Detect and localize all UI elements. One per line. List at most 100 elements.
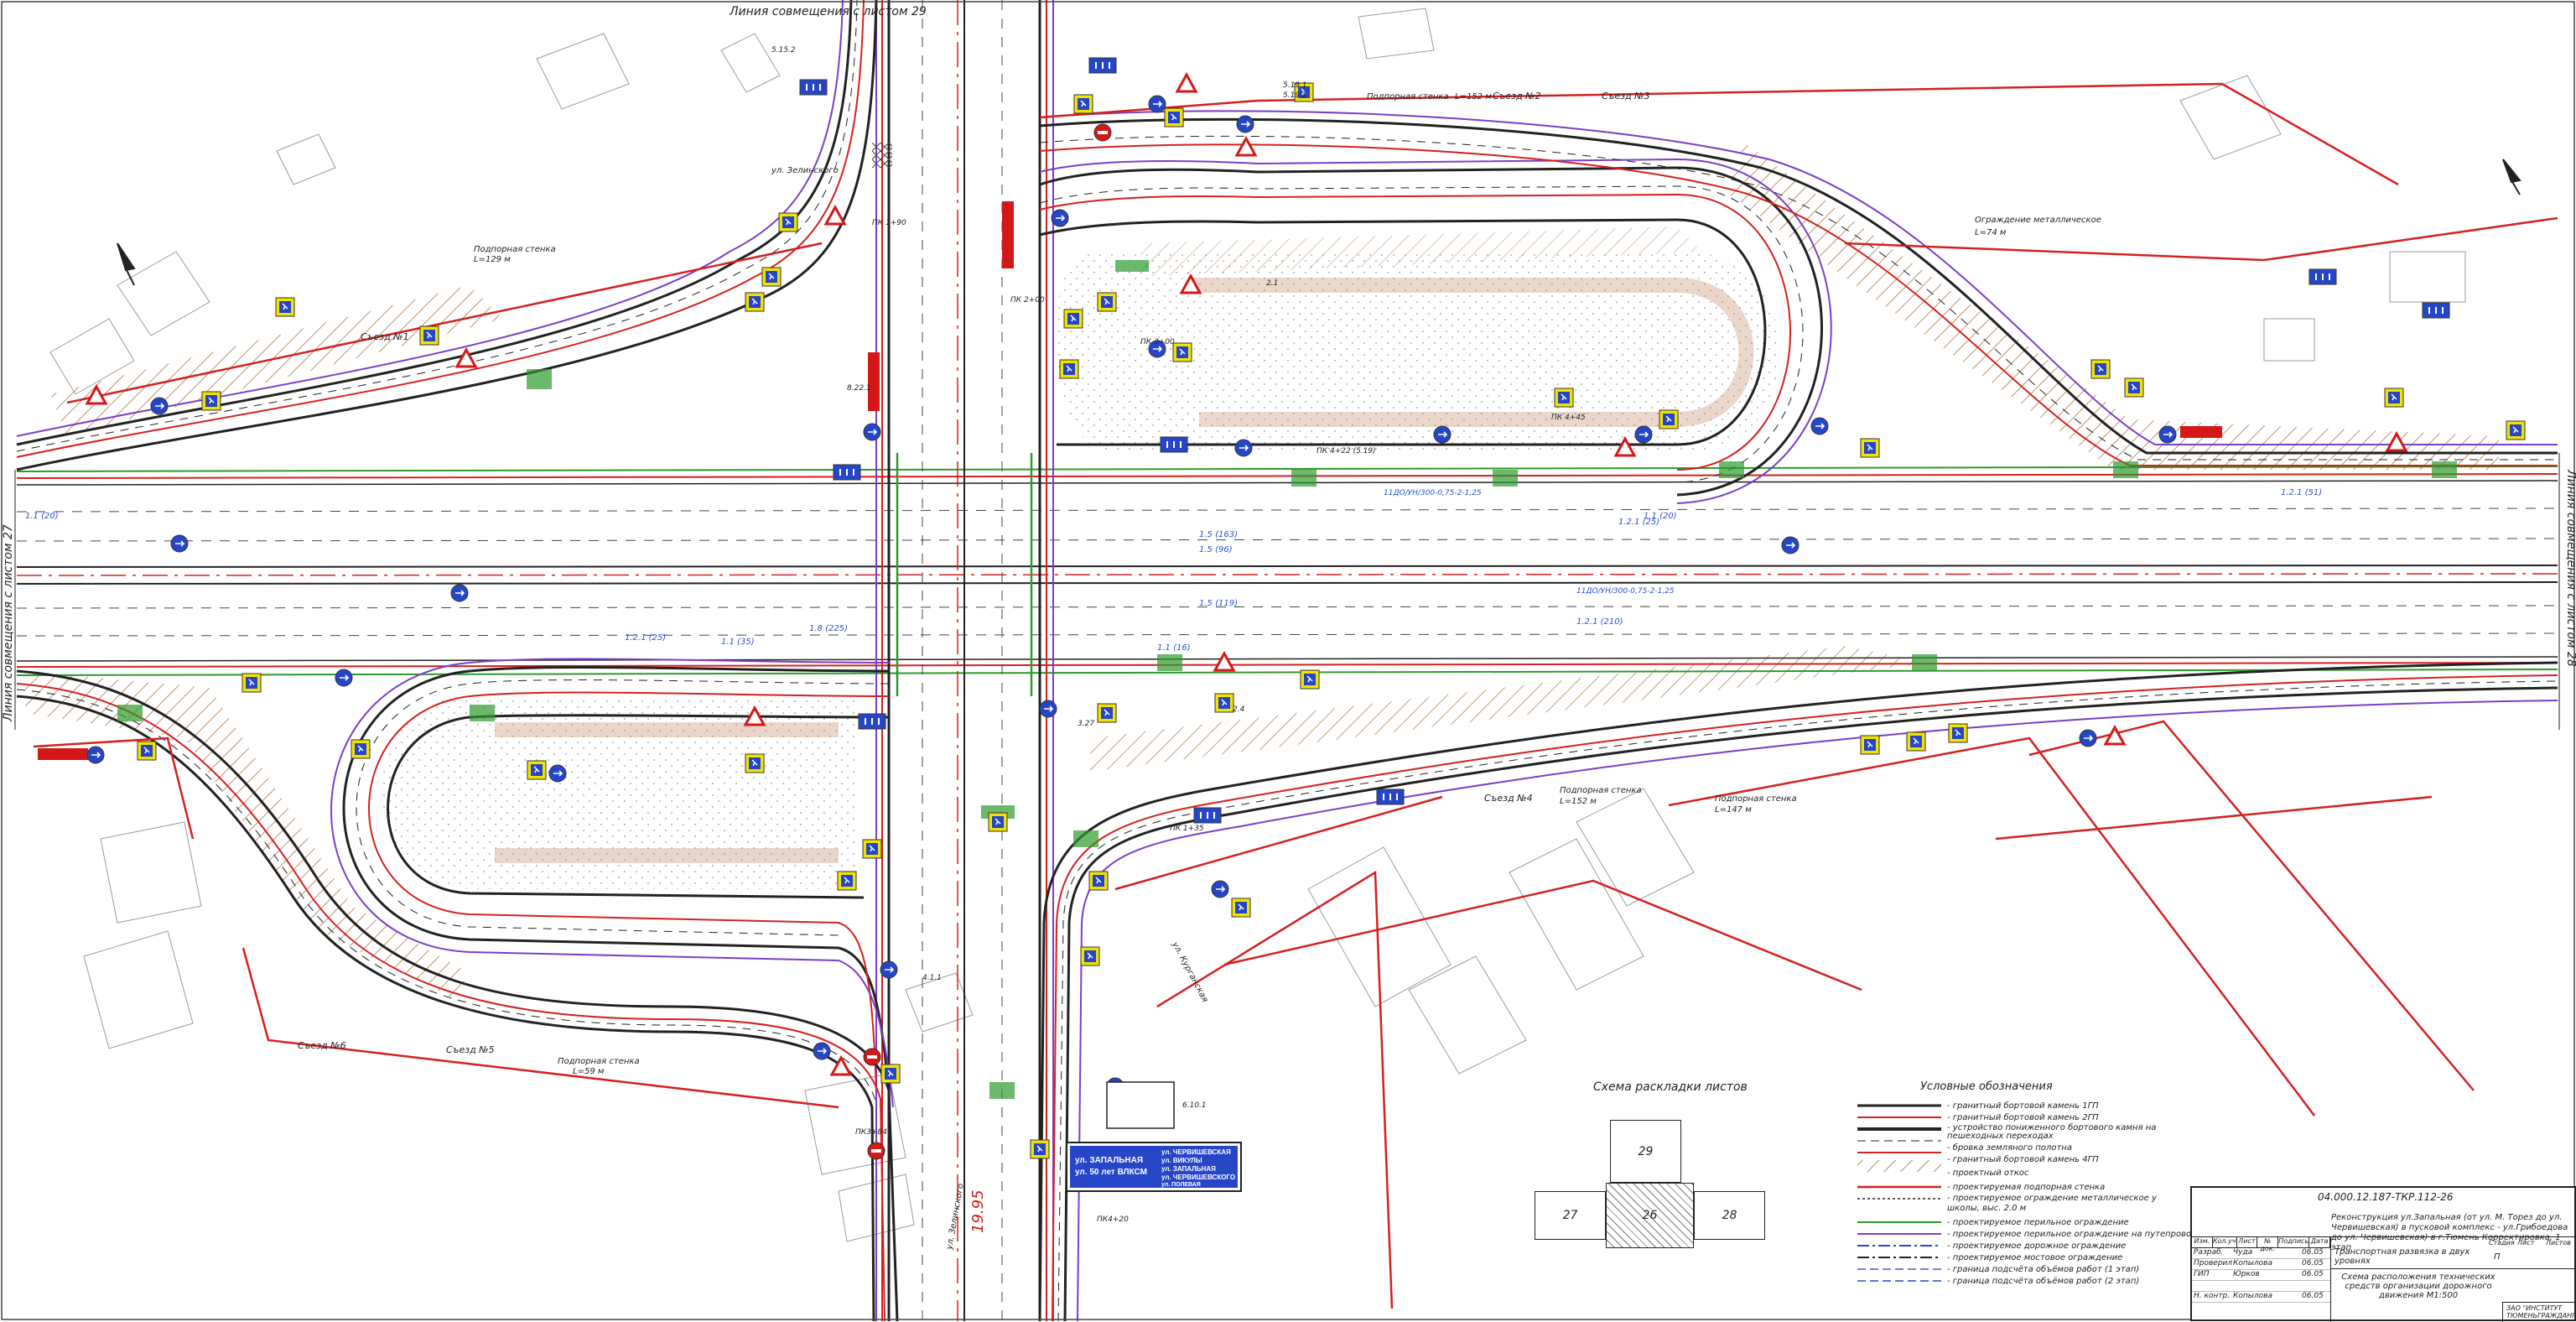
sign-label-6: 2.1 <box>1266 279 1278 288</box>
direction-board-1 <box>1066 1142 1242 1192</box>
dir-sign-right-2: ул. ВИКУЛЫ <box>1161 1157 1202 1164</box>
wall-label-2: Подпорная стенка <box>1367 92 1449 101</box>
legend-item: - бровка земляного полотна <box>1947 1142 2072 1153</box>
direction-board-2 <box>1106 1081 1175 1129</box>
wall-label-4: Подпорная стенка <box>1715 794 1797 804</box>
sign-label-5: 4.1.1 <box>922 974 942 982</box>
legend-item: - проектируемое дорожное ограждение <box>1947 1241 2127 1251</box>
ramp-label-5: Съезд №5 <box>446 1044 495 1055</box>
legend-title: Условные обозначения <box>1920 1080 2053 1093</box>
guardrail-label-2: 11ДО/УН/300-0,75-2-1,25 <box>1576 587 1675 596</box>
marking-label-4: 1.5 (96) <box>1199 545 1233 554</box>
scheme-sheet-28: 28 <box>1694 1191 1765 1240</box>
drawing-title: Схема расположения технических средств о… <box>2341 1273 2496 1300</box>
legend-item: - устройство пониженного бортового камня… <box>1947 1123 2157 1141</box>
marking-label-2: 1.2.1 (25) <box>1618 518 1659 527</box>
hdr-cell: Кол.уч <box>2213 1237 2237 1247</box>
guardrail-label-1: 11ДО/УН/300-0,75-2-1,25 <box>1384 489 1482 497</box>
sheet-hdr: Лист <box>2517 1239 2535 1247</box>
match-line-left: Линия совмещения с листом 27 <box>2 524 15 722</box>
document-code: 04.000.12.187-ТКР.112-26 <box>2318 1191 2454 1203</box>
section-name: Транспортная развязка в двух уровнях <box>2334 1247 2470 1266</box>
legend-item: - проектируемое перильное ограждение <box>1947 1217 2129 1227</box>
hdr-cell: Дата <box>2309 1237 2330 1247</box>
legend-item: - гранитный бортовой камень 4ГП <box>1947 1154 2099 1164</box>
name: Чуда <box>2233 1248 2253 1257</box>
wall-length-5: L=59 м <box>573 1067 605 1076</box>
legend-item: - проектируемая подпорная стенка <box>1947 1182 2106 1192</box>
loop-infields <box>382 252 1780 889</box>
station-label-3: ПК 3+00 <box>1140 338 1175 346</box>
role: Н. контр. <box>2194 1292 2231 1300</box>
hdr-cell: Изм. <box>2192 1237 2213 1247</box>
station-label-4: ПК 4+22 (5.19) <box>1317 447 1376 455</box>
stage-hdr: Стадия <box>2489 1239 2515 1247</box>
match-line-right: Линия совмещения с листом 28 <box>2564 469 2576 667</box>
station-label-8: ПК4+20 <box>1097 1215 1129 1224</box>
marking-label-11: 1.2.1 (210) <box>1576 617 1623 627</box>
station-label-6: ПК 1+35 <box>1170 825 1204 833</box>
name: Копылова <box>2233 1292 2272 1300</box>
project-name: Реконструкция ул.Запальная (от ул. М. То… <box>2331 1213 2568 1252</box>
marking-label-6: 1.2.1 (25) <box>625 633 666 643</box>
stage-value: П <box>2494 1252 2501 1262</box>
dir-sign-right-5: ул. ПОЛЕВАЯ <box>1161 1182 1201 1188</box>
retaining-walls <box>33 82 2558 1309</box>
date <box>2300 1281 2302 1291</box>
legend-item: - проектируемое ограждение металлическое… <box>1947 1194 2157 1213</box>
station-label-1: ПК 1+90 <box>872 219 906 227</box>
name: Копылова <box>2233 1259 2272 1267</box>
scheme-sheet-27: 27 <box>1535 1191 1606 1240</box>
marking-label-9: 1.1 (20) <box>1644 512 1677 521</box>
marking-label-3: 1.5 (163) <box>1199 530 1238 539</box>
sign-label-2: 5.19.1 <box>1283 81 1307 90</box>
sign-label-7: 2.4 <box>1233 705 1245 714</box>
title-block: 04.000.12.187-ТКР.112-26 Реконструкция у… <box>2190 1186 2576 1322</box>
marking-label-1: 1.1 (20) <box>25 512 59 521</box>
scheme-sheet-29: 29 <box>1610 1120 1681 1183</box>
scheme-sheet-26: 26 <box>1606 1183 1694 1248</box>
fence-length: L=74 м <box>1975 228 2007 237</box>
date: 06.05 <box>2302 1292 2324 1300</box>
legend-item: - проектируемое перильное ограждение на … <box>1947 1229 2208 1239</box>
marking-label-8: 1.2.1 (51) <box>2281 488 2322 497</box>
chevron-boards <box>38 201 2222 760</box>
date: 06.05 <box>2302 1259 2324 1267</box>
role: ГИП <box>2194 1270 2210 1278</box>
north-arrow-icon <box>117 159 2521 286</box>
date: 06.05 <box>2302 1248 2324 1257</box>
station-label-2: ПК 2+00 <box>1010 296 1045 304</box>
legend-item: - граница подсчёта объёмов работ (2 этап… <box>1947 1276 2140 1286</box>
building-outlines <box>49 8 2466 1242</box>
signature-row: ГИП Юрков 06.05 <box>2192 1270 2330 1281</box>
wall-label-5: Подпорная стенка <box>558 1057 640 1066</box>
ramp-label-1: Съезд №1 <box>361 331 409 342</box>
legend-item: - проектный откос <box>1947 1168 2029 1178</box>
cross-road <box>875 0 1054 1321</box>
date: 06.05 <box>2302 1270 2324 1278</box>
name: Юрков <box>2233 1270 2260 1278</box>
ramp-label-4: Съезд №4 <box>1484 793 1533 804</box>
sign-label-4: 8.22.1 <box>847 384 871 393</box>
street-label-2: ул. Зелинского <box>771 166 839 175</box>
wall-length-1: L=129 м <box>474 255 511 264</box>
ramp-label-2: Съезд №2 <box>1493 91 1541 101</box>
fence-label: Ограждение металлическое <box>1975 216 2101 225</box>
station-label-5: ПК 4+45 <box>1551 414 1586 422</box>
marking-label-12: 1.1 (35) <box>721 638 755 647</box>
dir-sign-right-3: ул. ЗАПАЛЬНАЯ <box>1161 1165 1216 1173</box>
sign-label-1: 5.15.2 <box>771 46 796 55</box>
marking-label-7: 1.1 (16) <box>1157 643 1191 653</box>
name <box>2231 1281 2300 1291</box>
wall-label-3: Подпорная стенка <box>1560 786 1642 795</box>
scheme-title: Схема раскладки листов <box>1593 1080 1748 1094</box>
legend-item: - граница подсчёта объёмов работ (1 этап… <box>1947 1264 2140 1274</box>
company-name: ЗАО "ИНСТИТУТ ТЮМЕНЬГРАЖДАНПРОЕКТ" <box>2506 1304 2576 1319</box>
hdr-cell: Лист <box>2237 1237 2258 1247</box>
marking-label-10: 1.8 (225) <box>809 624 848 633</box>
role: Проверил <box>2194 1259 2233 1267</box>
signatures-table: Изм. Кол.уч Лист № док. Подпись Дата Раз… <box>2192 1236 2331 1322</box>
